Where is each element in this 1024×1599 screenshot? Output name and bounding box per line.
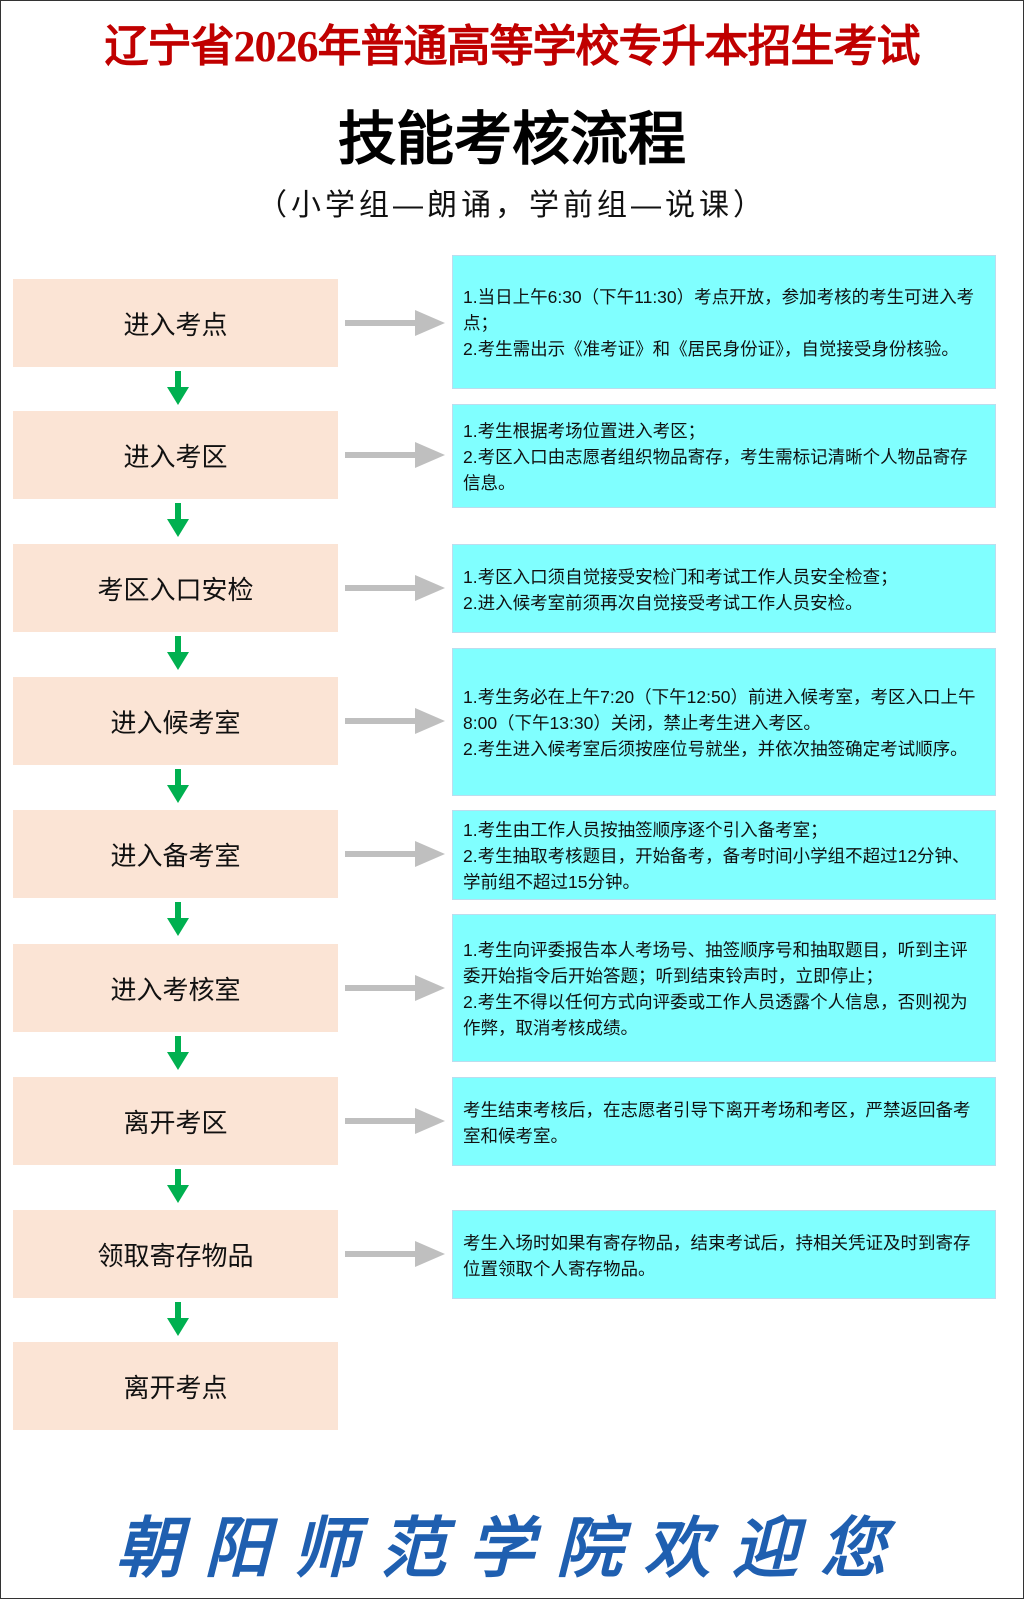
step-description: 考生入场时如果有寄存物品，结束考试后，持相关凭证及时到寄存位置领取个人寄存物品。 [452, 1210, 996, 1299]
step-description: 考生结束考核后，在志愿者引导下离开考场和考区，严禁返回备考室和候考室。 [452, 1077, 996, 1166]
step-description: 1.考生根据考场位置进入考区； 2.考区入口由志愿者组织物品寄存，考生需标记清晰个… [452, 404, 996, 508]
step-description: 1.考生向评委报告本人考场号、抽签顺序号和抽取题目，听到主评委开始指令后开始答题… [452, 914, 996, 1062]
down-arrow-icon [167, 1169, 189, 1203]
description-line: 2.考区入口由志愿者组织物品寄存，考生需标记清晰个人物品寄存信息。 [463, 447, 968, 493]
right-arrow-icon [345, 442, 445, 468]
welcome-footer: 朝阳师范学院欢迎您 [116, 1513, 908, 1586]
description-line: 2.考生不得以任何方式向评委或工作人员透露个人信息，否则视为作弊，取消考核成绩。 [463, 992, 968, 1038]
flow-title: 技能考核流程 [337, 107, 686, 172]
description-line: 2.考生进入候考室后须按座位号就坐，并依次抽签确定考试顺序。 [463, 739, 968, 759]
description-line: 1.考生根据考场位置进入考区； [463, 421, 706, 441]
description-line: 1.考区入口须自觉接受安检门和考试工作人员安全检查； [463, 566, 898, 587]
right-arrow-icon [345, 1241, 445, 1267]
step-description: 1.当日上午6:30（下午11:30）考点开放，参加考核的考生可进入考点； 2.考… [452, 255, 996, 389]
description-line: 1.考生向评委报告本人考场号、抽签顺序号和抽取题目，听到主评委开始指令后开始答题… [463, 940, 968, 986]
right-arrow-icon [345, 841, 445, 867]
description-line: 1.考生务必在上午7:20（下午12:50）前进入候考室，考区入口上午8:00（… [463, 687, 976, 733]
description-line: 2.进入候考室前须再次自觉接受考试工作人员安检。 [463, 592, 863, 613]
description-line: 1.考生由工作人员按抽签顺序逐个引入备考室； [463, 820, 828, 840]
step-box: 进入考核室 [13, 944, 338, 1032]
right-arrow-icon [345, 708, 445, 734]
down-arrow-icon [167, 503, 189, 537]
step-box: 考区入口安检 [13, 544, 338, 632]
description-line: 2.考生需出示《准考证》和《居民身份证》，自觉接受身份核验。 [463, 339, 959, 359]
step-description: 1.考生务必在上午7:20（下午12:50）前进入候考室，考区入口上午8:00（… [452, 648, 996, 796]
down-arrow-icon [167, 1036, 189, 1070]
step-description: 1.考区入口须自觉接受安检门和考试工作人员安全检查； 2.进入候考室前须再次自觉接… [452, 544, 996, 633]
description-line: 考生入场时如果有寄存物品，结束考试后，持相关凭证及时到寄存位置领取个人寄存物品。 [463, 1232, 971, 1279]
step-box: 进入候考室 [13, 677, 338, 765]
step-box: 领取寄存物品 [13, 1210, 338, 1298]
description-line: 1.当日上午6:30（下午11:30）考点开放，参加考核的考生可进入考点； [463, 287, 975, 333]
down-arrow-icon [167, 902, 189, 936]
step-box: 进入备考室 [13, 810, 338, 898]
right-arrow-icon [345, 575, 445, 601]
right-arrow-icon [345, 975, 445, 1001]
description-line: 2.考生抽取考核题目，开始备考，备考时间小学组不超过12分钟、学前组不超过15分… [463, 846, 970, 892]
right-arrow-icon [345, 310, 445, 336]
step-box: 进入考区 [13, 411, 338, 499]
right-arrow-icon [345, 1108, 445, 1134]
down-arrow-icon [167, 371, 189, 405]
down-arrow-icon [167, 769, 189, 803]
step-box: 进入考点 [13, 279, 338, 367]
step-box: 离开考点 [13, 1342, 338, 1430]
description-line: 考生结束考核后，在志愿者引导下离开考场和考区，严禁返回备考室和候考室。 [463, 1099, 971, 1146]
group-note: （小学组—朗诵，学前组—说课） [257, 189, 767, 222]
main-title: 辽宁省2026年普通高等学校专升本招生考试 [104, 22, 921, 71]
down-arrow-icon [167, 636, 189, 670]
down-arrow-icon [167, 1302, 189, 1336]
step-box: 离开考区 [13, 1077, 338, 1165]
step-description: 1.考生由工作人员按抽签顺序逐个引入备考室； 2.考生抽取考核题目，开始备考，备考… [452, 810, 996, 900]
